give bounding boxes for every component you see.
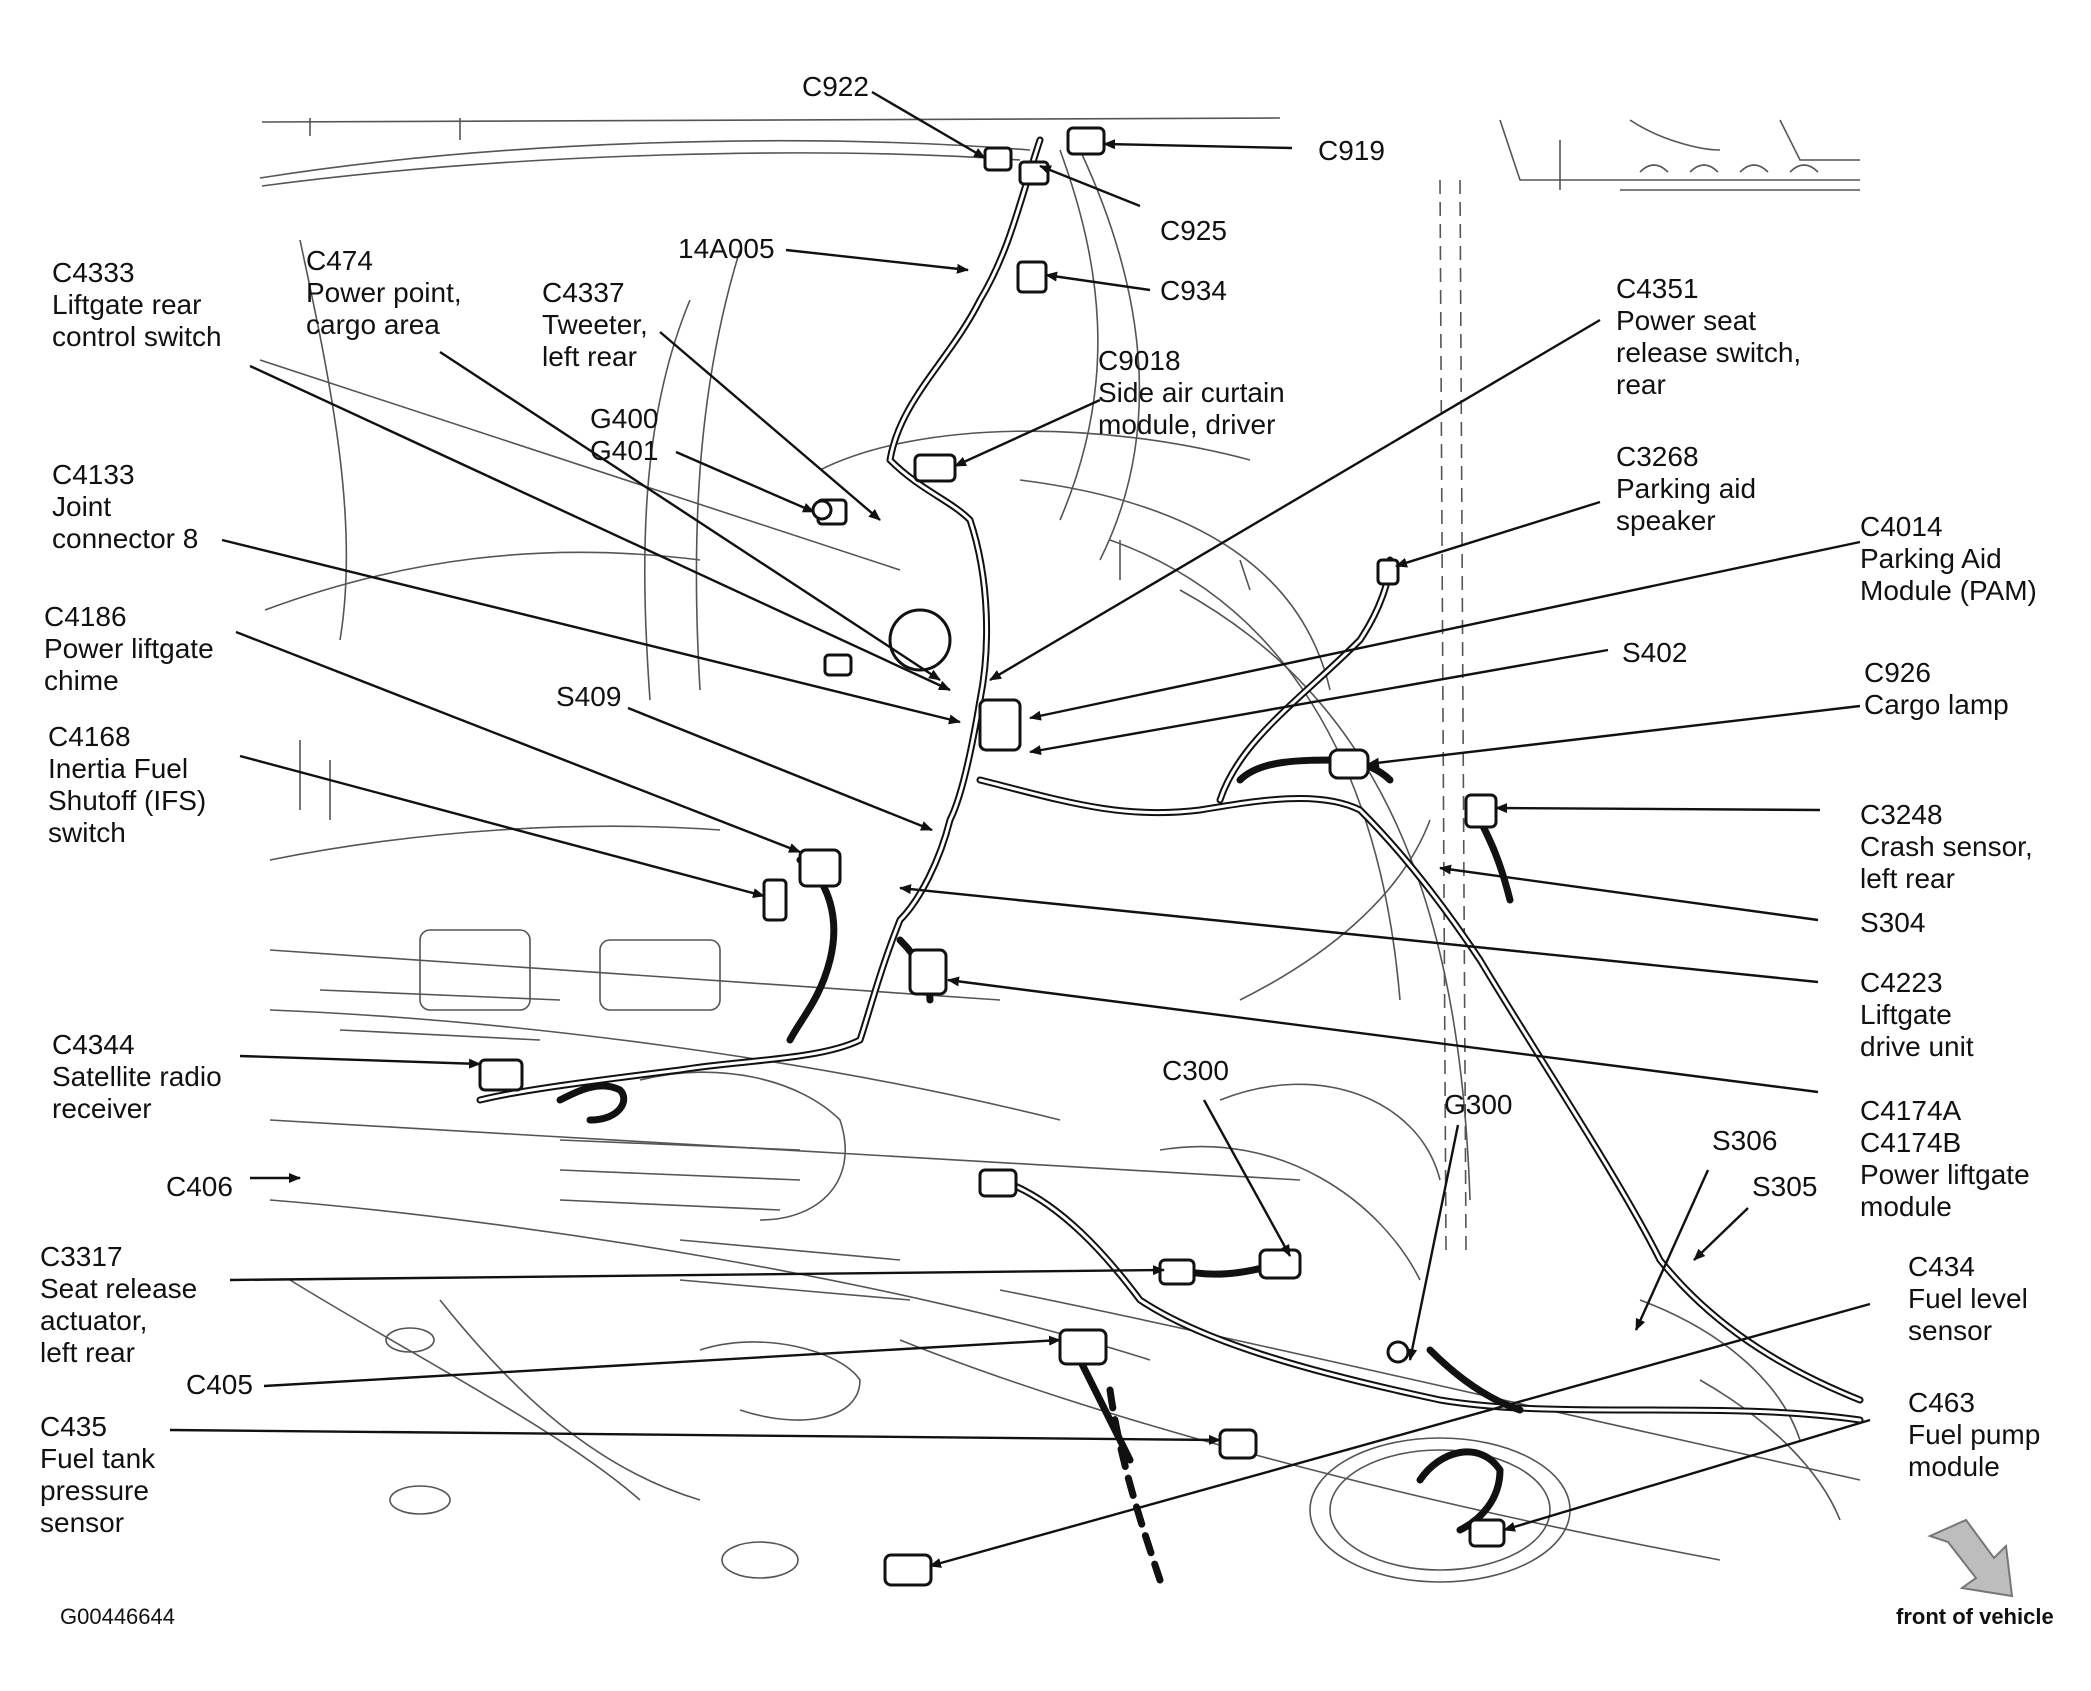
callout-c4168: C4168 Inertia Fuel Shutoff (IFS) switch xyxy=(48,721,214,848)
callout-c926: C926 Cargo lamp xyxy=(1864,657,2009,720)
figure-id: G00446644 xyxy=(60,1604,175,1629)
callout-c3317: C3317 Seat release actuator, left rear xyxy=(40,1241,205,1368)
callout-c4351: C4351 Power seat release switch, rear xyxy=(1616,273,1809,400)
callout-c4333: C4333 Liftgate rear control switch xyxy=(52,257,222,352)
callout-c4014: C4014 Parking Aid Module (PAM) xyxy=(1860,511,2037,606)
callout-c3268: C3268 Parking aid speaker xyxy=(1616,441,1764,536)
callout-c463: C463 Fuel pump module xyxy=(1908,1387,2048,1482)
callout-labels: C922 C919 C925 14A005 C934 C4333 Liftgat… xyxy=(40,71,2048,1538)
callout-c474: C474 Power point, cargo area xyxy=(306,245,469,340)
callout-14a005: 14A005 xyxy=(678,233,775,264)
callout-c4174: C4174A C4174B Power liftgate module xyxy=(1860,1095,2037,1222)
callout-c435: C435 Fuel tank pressure sensor xyxy=(40,1411,163,1538)
leader-lines xyxy=(169,90,1871,1568)
callout-s402: S402 xyxy=(1622,637,1687,668)
callout-g400: G400 G401 xyxy=(590,403,666,466)
connector-shapes xyxy=(478,126,1506,1587)
callout-c4186: C4186 Power liftgate chime xyxy=(44,601,221,696)
callout-c919: C919 xyxy=(1318,135,1385,166)
callout-c300: C300 xyxy=(1162,1055,1229,1086)
wiring-harness xyxy=(476,136,1864,1584)
callout-c922: C922 xyxy=(802,71,869,102)
callout-s304: S304 xyxy=(1860,907,1925,938)
front-of-vehicle-indicator: front of vehicle xyxy=(1896,1518,2054,1629)
callout-s409: S409 xyxy=(556,681,621,712)
callout-c3248: C3248 Crash sensor, left rear xyxy=(1860,799,2041,894)
callout-c405: C405 xyxy=(186,1369,253,1400)
callout-c4337: C4337 Tweeter, left rear xyxy=(542,277,656,372)
callout-c406: C406 xyxy=(166,1171,233,1202)
callout-c4344: C4344 Satellite radio receiver xyxy=(52,1029,229,1124)
callout-c925: C925 xyxy=(1160,215,1227,246)
callout-c4133: C4133 Joint connector 8 xyxy=(52,459,198,554)
callout-c9018: C9018 Side air curtain module, driver xyxy=(1098,345,1293,440)
callout-g300: G300 xyxy=(1444,1089,1513,1120)
callout-s305: S305 xyxy=(1752,1171,1817,1202)
front-of-vehicle-label: front of vehicle xyxy=(1896,1604,2054,1629)
callout-c4223: C4223 Liftgate drive unit xyxy=(1860,967,1974,1062)
callout-c434: C434 Fuel level sensor xyxy=(1908,1251,2036,1346)
callout-s306: S306 xyxy=(1712,1125,1777,1156)
front-direction-arrow-icon xyxy=(1927,1518,2014,1598)
callout-c934: C934 xyxy=(1160,275,1227,306)
